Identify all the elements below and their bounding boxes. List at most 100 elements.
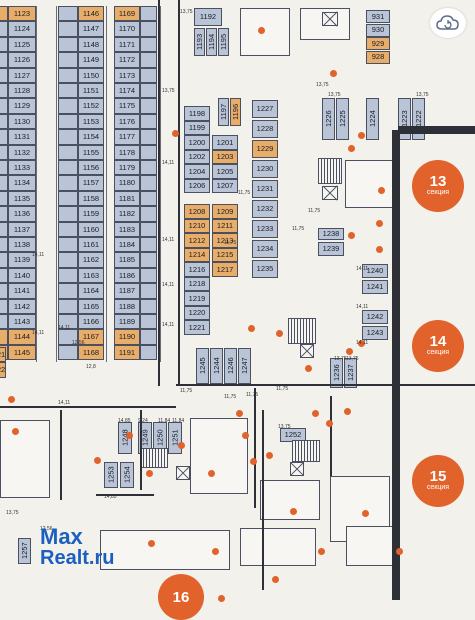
unit-1191[interactable]: 1191 — [114, 344, 140, 361]
unit-1174[interactable]: 1174 — [114, 83, 140, 99]
unit-1220[interactable]: 1220 — [184, 305, 210, 320]
unit-1210[interactable]: 1210 — [184, 218, 210, 233]
unit-1214[interactable]: 1214 — [184, 247, 210, 262]
unit-1149[interactable]: 1149 — [78, 52, 104, 68]
unit-1203[interactable]: 1203 — [212, 149, 238, 164]
unit-1253[interactable]: 1253 — [104, 462, 118, 488]
unit-1164[interactable]: 1164 — [78, 283, 104, 299]
unit-1195[interactable]: 1195 — [218, 28, 229, 56]
unit-1254[interactable]: 1254 — [120, 462, 134, 488]
unit-1257[interactable]: 1257 — [18, 538, 31, 564]
unit-1168[interactable]: 1168 — [78, 344, 104, 361]
unit-1159[interactable]: 1159 — [78, 206, 104, 222]
unit-1175[interactable]: 1175 — [114, 98, 140, 114]
unit-1171[interactable]: 1171 — [114, 36, 140, 53]
unit-1206[interactable]: 1206 — [184, 178, 210, 193]
unit-1144[interactable]: 1144 — [8, 329, 36, 345]
unit-1221[interactable]: 1221 — [184, 320, 210, 335]
unit-1215[interactable]: 1215 — [212, 247, 238, 262]
unit-929[interactable]: 929 — [366, 37, 390, 50]
unit-1201[interactable]: 1201 — [212, 135, 238, 150]
unit-1232[interactable]: 1232 — [252, 200, 278, 218]
unit-1184[interactable]: 1184 — [114, 237, 140, 253]
unit-1194[interactable]: 1194 — [206, 28, 217, 56]
unit-1141[interactable]: 1141 — [8, 283, 36, 299]
unit-1150[interactable]: 1150 — [78, 67, 104, 83]
unit-1172[interactable]: 1172 — [114, 52, 140, 68]
unit-1192[interactable]: 1192 — [194, 8, 222, 26]
unit-1156[interactable]: 1156 — [78, 160, 104, 176]
unit-1231[interactable]: 1231 — [252, 180, 278, 198]
unit-1152[interactable]: 1152 — [78, 98, 104, 114]
unit-1230[interactable]: 1230 — [252, 160, 278, 178]
unit-1205[interactable]: 1205 — [212, 164, 238, 179]
unit-1167[interactable]: 1167 — [78, 329, 104, 345]
unit-1188[interactable]: 1188 — [114, 298, 140, 314]
unit-1131[interactable]: 1131 — [8, 129, 36, 145]
unit-1209[interactable]: 1209 — [212, 204, 238, 219]
unit-930[interactable]: 930 — [366, 23, 390, 37]
unit-1243[interactable]: 1243 — [362, 326, 388, 340]
unit-1246[interactable]: 1246 — [224, 348, 237, 384]
unit-1218[interactable]: 1218 — [184, 276, 210, 291]
unit-1129[interactable]: 1129 — [8, 98, 36, 114]
unit-1151[interactable]: 1151 — [78, 83, 104, 99]
unit-1160[interactable]: 1160 — [78, 221, 104, 237]
unit-1126[interactable]: 1126 — [8, 52, 36, 68]
unit-1153[interactable]: 1153 — [78, 113, 104, 130]
unit-1200[interactable]: 1200 — [184, 135, 210, 150]
unit-1147[interactable]: 1147 — [78, 21, 104, 37]
unit-1173[interactable]: 1173 — [114, 67, 140, 83]
unit-1235[interactable]: 1235 — [252, 260, 278, 278]
unit-1163[interactable]: 1163 — [78, 267, 104, 284]
unit-1226[interactable]: 1226 — [322, 98, 335, 140]
unit-1179[interactable]: 1179 — [114, 160, 140, 176]
unit-1142[interactable]: 1142 — [8, 298, 36, 314]
unit-1135[interactable]: 1135 — [8, 190, 36, 207]
cloud-refresh-icon[interactable] — [430, 8, 466, 38]
unit-1162[interactable]: 1162 — [78, 252, 104, 268]
unit-1166[interactable]: 1166 — [78, 314, 104, 330]
unit-1157[interactable]: 1157 — [78, 175, 104, 191]
unit-1169[interactable]: 1169 — [114, 6, 140, 22]
unit-1239[interactable]: 1239 — [318, 242, 344, 256]
unit-1136[interactable]: 1136 — [8, 206, 36, 222]
unit-1196[interactable]: 1196 — [230, 98, 241, 126]
unit-1211[interactable]: 1211 — [212, 218, 238, 233]
unit-1233[interactable]: 1233 — [252, 220, 278, 238]
section-15-badge[interactable]: 15 секция — [412, 455, 464, 507]
section-13-badge[interactable]: 13 секция — [412, 160, 464, 212]
unit-1227[interactable]: 1227 — [252, 100, 278, 118]
unit-1238[interactable]: 1238 — [318, 228, 344, 240]
unit-1202[interactable]: 1202 — [184, 149, 210, 164]
unit-1123[interactable]: 1123 — [8, 6, 36, 22]
unit-1127[interactable]: 1127 — [8, 67, 36, 83]
unit-1234[interactable]: 1234 — [252, 240, 278, 258]
unit-1251[interactable]: 1251 — [168, 422, 182, 454]
unit-1177[interactable]: 1177 — [114, 129, 140, 145]
unit-928[interactable]: 928 — [366, 50, 390, 64]
unit-1199[interactable]: 1199 — [184, 120, 210, 135]
unit-1193[interactable]: 1193 — [194, 28, 205, 56]
unit-1145[interactable]: 1145 — [8, 344, 36, 361]
unit-1198[interactable]: 1198 — [184, 106, 210, 121]
section-14-badge[interactable]: 14 секция — [412, 320, 464, 372]
unit-1190[interactable]: 1190 — [114, 329, 140, 345]
unit-1128[interactable]: 1128 — [8, 83, 36, 99]
unit-931[interactable]: 931 — [366, 10, 390, 23]
unit-1137[interactable]: 1137 — [8, 221, 36, 237]
unit-21[interactable]: 21 — [0, 347, 6, 363]
unit-1228[interactable]: 1228 — [252, 120, 278, 138]
unit-1186[interactable]: 1186 — [114, 267, 140, 284]
unit-1244[interactable]: 1244 — [210, 348, 223, 384]
unit-1204[interactable]: 1204 — [184, 164, 210, 179]
unit-1130[interactable]: 1130 — [8, 113, 36, 130]
unit-1181[interactable]: 1181 — [114, 190, 140, 207]
unit-1180[interactable]: 1180 — [114, 175, 140, 191]
unit-1125[interactable]: 1125 — [8, 36, 36, 53]
unit-1154[interactable]: 1154 — [78, 129, 104, 145]
unit-1140[interactable]: 1140 — [8, 267, 36, 284]
unit-1225[interactable]: 1225 — [336, 98, 349, 140]
unit-1217[interactable]: 1217 — [212, 262, 238, 277]
unit-1178[interactable]: 1178 — [114, 144, 140, 160]
